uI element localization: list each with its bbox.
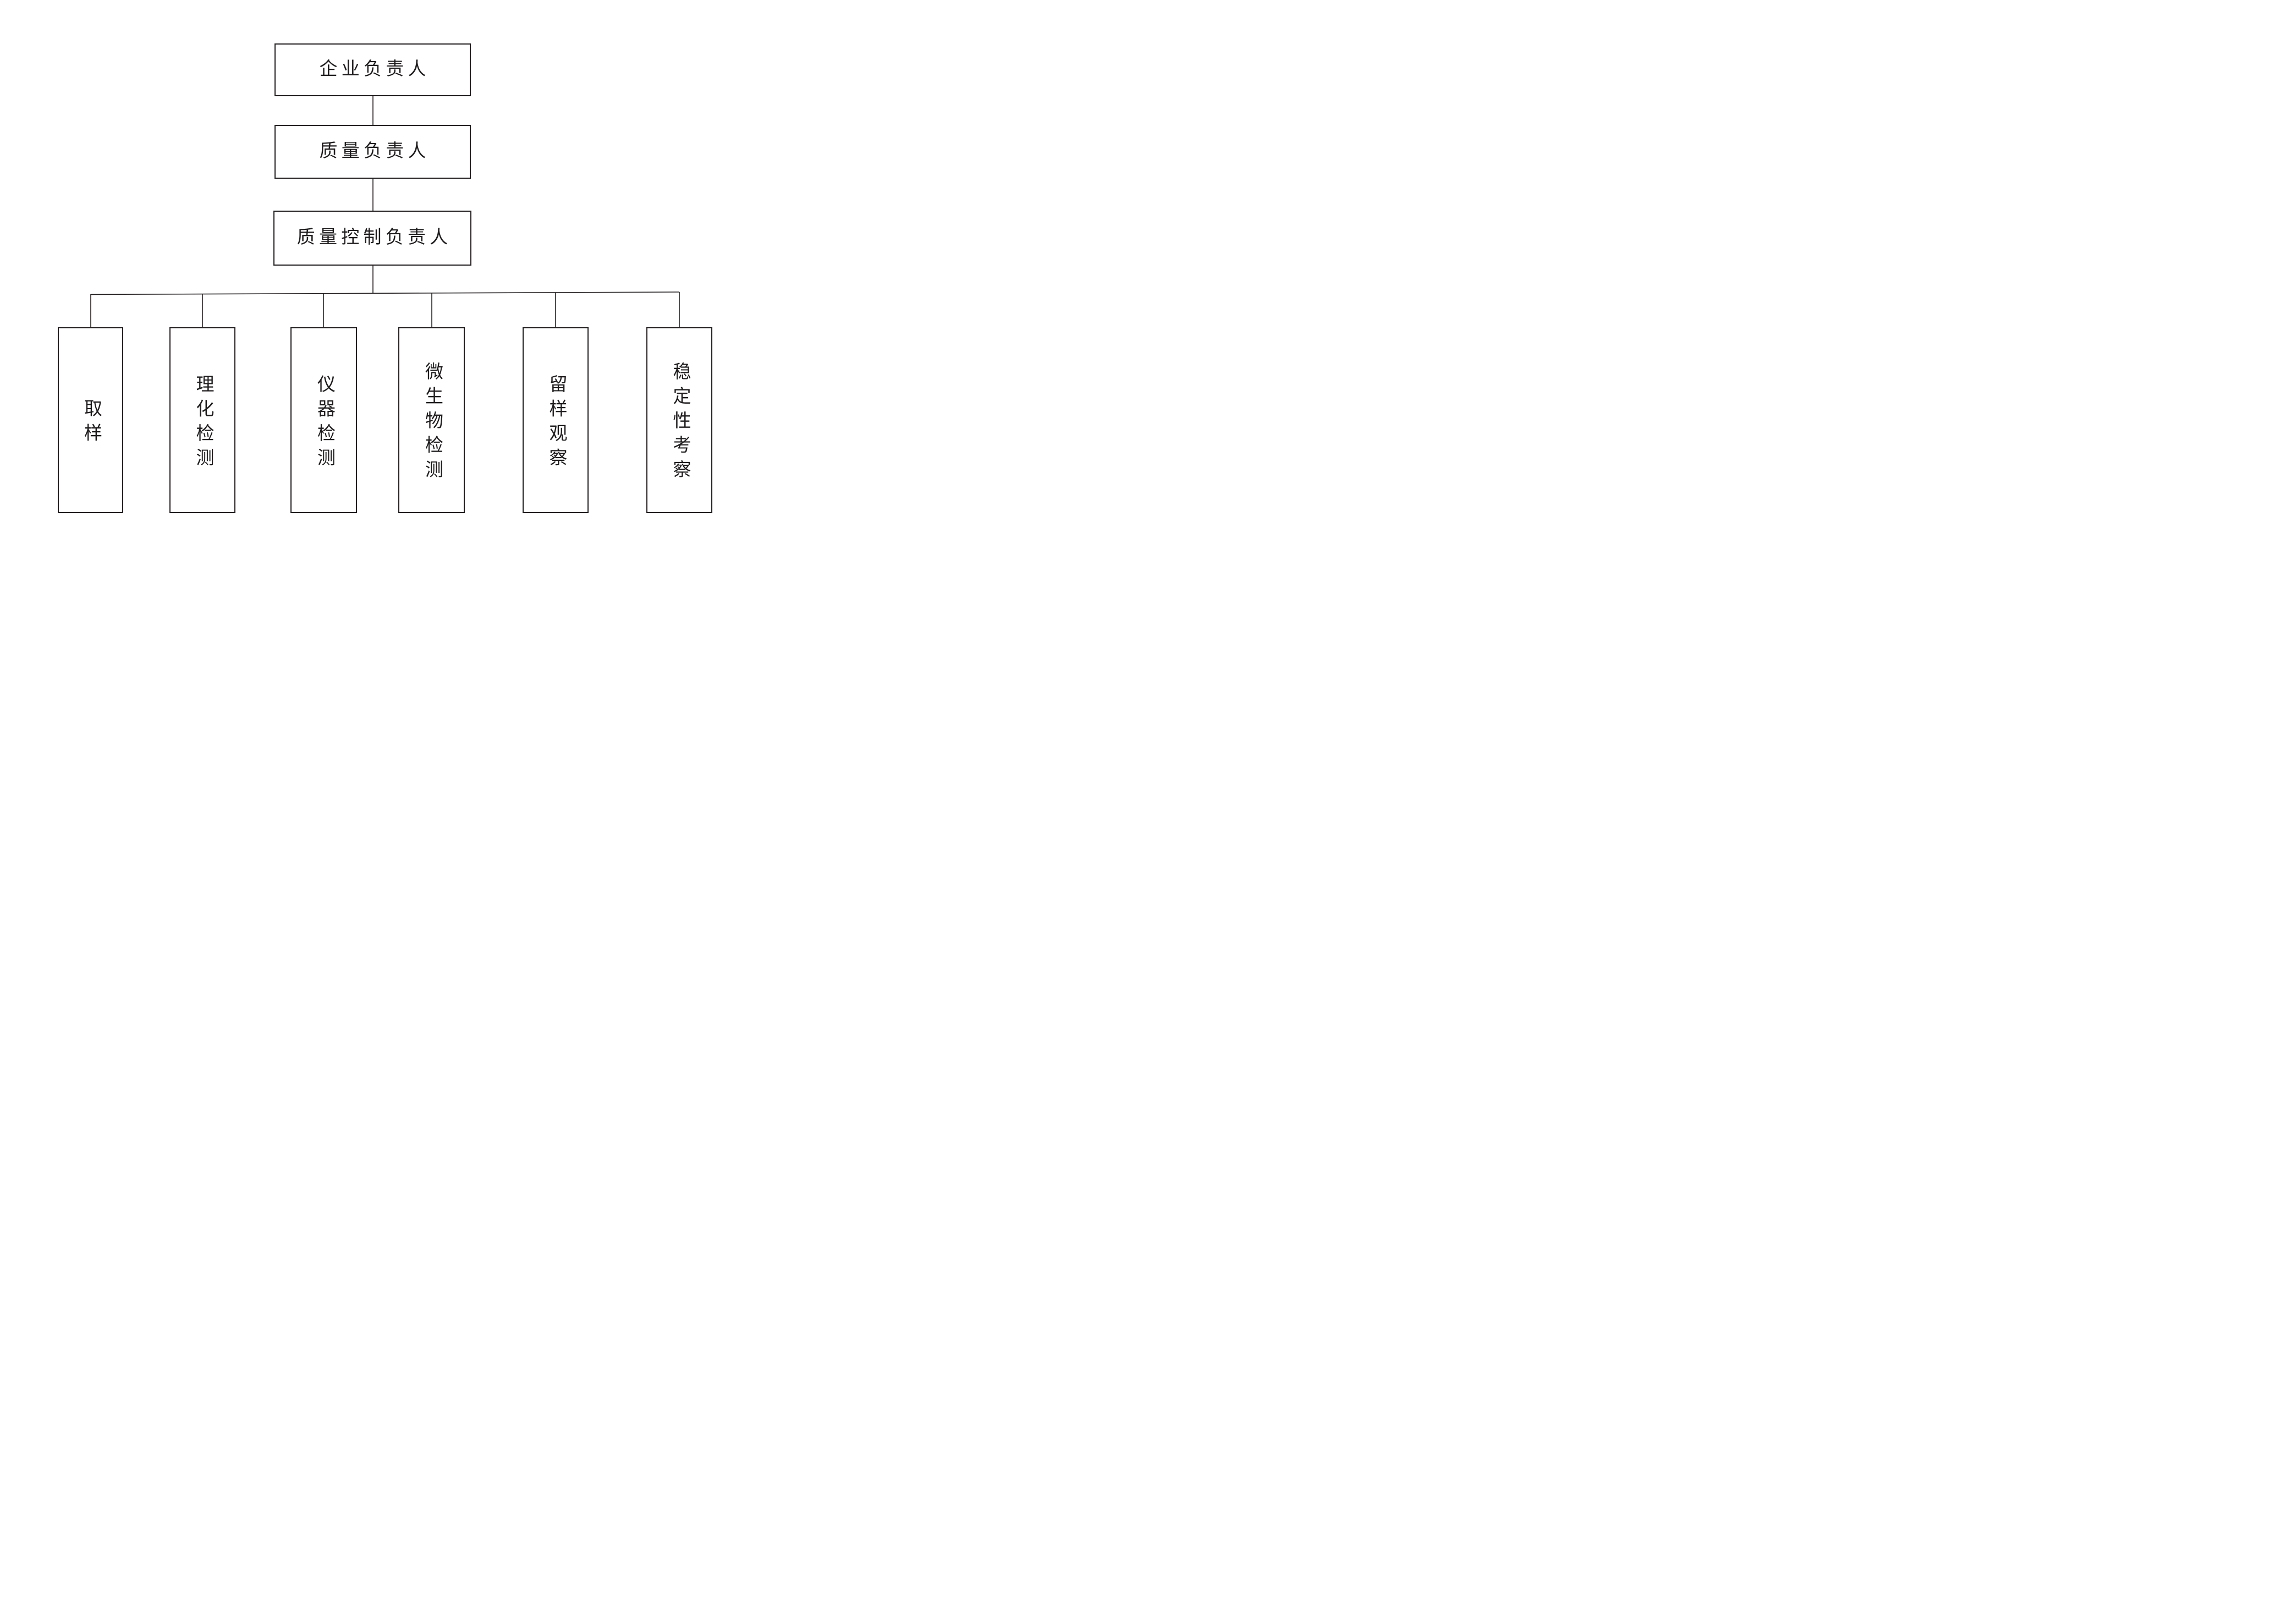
node-sample-retention: 留样观察 — [523, 327, 589, 513]
node-quality-control-head: 质量控制负责人 — [273, 211, 471, 266]
node-instrument-testing-label: 仪器检测 — [314, 374, 334, 472]
node-physchem-testing-label: 理化检测 — [193, 374, 213, 472]
connector-lines — [90, 96, 680, 328]
node-physchem-testing: 理化检测 — [169, 327, 235, 513]
node-microbio-testing: 微生物检测 — [398, 327, 465, 513]
edges-group — [90, 96, 680, 328]
node-sample-retention-label: 留样观察 — [546, 374, 566, 472]
org-chart: 企业负责人 质量负责人 质量控制负责人 取样 理化检测 仪器检测 微生物检测 留… — [0, 0, 758, 541]
node-quality-head: 质量负责人 — [274, 125, 471, 179]
node-sampling: 取样 — [58, 327, 123, 513]
node-quality-head-label: 质量负责人 — [319, 141, 430, 162]
node-enterprise-head: 企业负责人 — [274, 43, 471, 96]
node-instrument-testing: 仪器检测 — [290, 327, 357, 513]
node-enterprise-head-label: 企业负责人 — [319, 59, 430, 80]
node-stability-study-label: 稳定性考察 — [669, 362, 690, 485]
node-microbio-testing-label: 微生物检测 — [422, 362, 442, 485]
edge-rail — [90, 291, 680, 295]
node-sampling-label: 取样 — [81, 399, 101, 448]
node-stability-study: 稳定性考察 — [646, 327, 712, 513]
node-quality-control-head-label: 质量控制负责人 — [296, 228, 452, 248]
